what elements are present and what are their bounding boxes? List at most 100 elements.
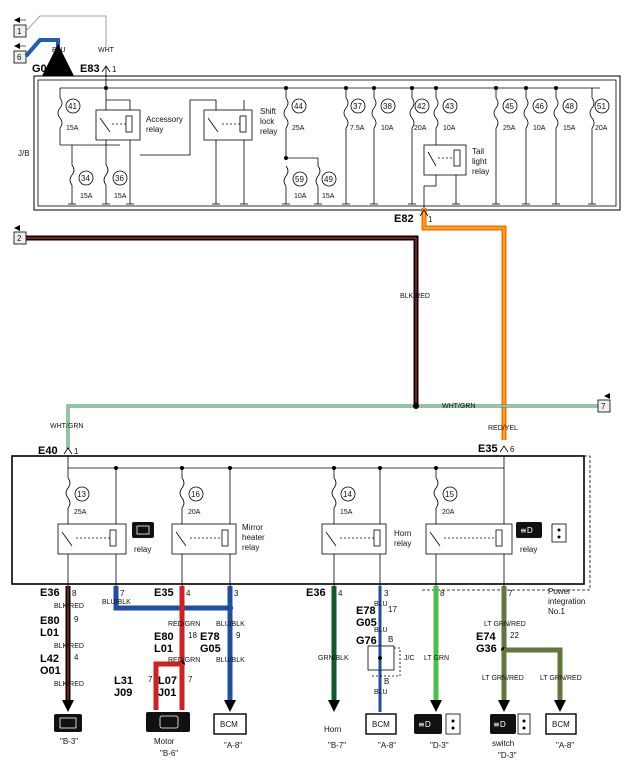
ref-1-label: 1 — [17, 27, 22, 36]
e40-pin: 1 — [74, 447, 79, 456]
svg-text:L31: L31 — [114, 675, 133, 687]
svg-text:LT GRN: LT GRN — [424, 655, 449, 662]
circuit-lt-grn: LT GRN ≡D "D-3" — [414, 586, 461, 750]
fuse-43: 43 10A — [433, 97, 458, 145]
svg-text:Tail: Tail — [472, 147, 484, 156]
svg-text:E80: E80 — [154, 631, 174, 643]
svg-text:≡D: ≡D — [520, 526, 533, 535]
svg-text:G36: G36 — [476, 643, 497, 655]
svg-text:3: 3 — [384, 589, 389, 598]
svg-text:GRN/BLK: GRN/BLK — [318, 655, 349, 662]
g02-wire-color: BLU — [52, 47, 66, 54]
svg-text:E78: E78 — [356, 605, 376, 617]
svg-text:"D-3": "D-3" — [430, 741, 449, 750]
relay-4: ≡D relay — [425, 522, 567, 555]
e36-connector-b: E36 — [306, 587, 326, 599]
svg-text:15A: 15A — [66, 125, 79, 132]
svg-text:18: 18 — [188, 631, 197, 640]
e83-connector: E83 — [80, 63, 100, 75]
svg-text:L01: L01 — [40, 627, 59, 639]
svg-text:22: 22 — [510, 631, 519, 640]
svg-text:8: 8 — [72, 589, 77, 598]
svg-text:20A: 20A — [595, 125, 608, 132]
svg-text:4: 4 — [338, 589, 343, 598]
svg-text:"D-3": "D-3" — [498, 751, 517, 760]
fuse-59: 59 10A — [283, 165, 308, 204]
svg-text:BLU/BLK: BLU/BLK — [216, 657, 245, 664]
svg-text:8: 8 — [440, 589, 445, 598]
fuse-46: 46 10A — [523, 97, 548, 204]
svg-text:J09: J09 — [114, 687, 132, 699]
svg-text:41: 41 — [68, 102, 77, 111]
fuse-44: 44 25A — [283, 97, 307, 158]
circuit-bcm-2: BLU E78 17 G05 BLU G76 B J/C B BLU BCM "… — [356, 586, 415, 750]
svg-text:16: 16 — [191, 490, 200, 499]
horn-relay: Horn relay — [321, 523, 411, 555]
fuse-34: 34 15A — [69, 164, 94, 204]
svg-text:17: 17 — [388, 605, 397, 614]
svg-text:Horn: Horn — [394, 529, 411, 538]
svg-text:4: 4 — [186, 589, 191, 598]
svg-text:BLU: BLU — [374, 601, 388, 608]
svg-text:relay: relay — [242, 543, 259, 552]
svg-text:BLU/BLK: BLU/BLK — [102, 599, 131, 606]
svg-text:≡D: ≡D — [493, 720, 506, 729]
relay-1: relay — [57, 522, 154, 555]
svg-text:integration: integration — [548, 597, 585, 606]
svg-text:O01: O01 — [40, 665, 61, 677]
circuit-lt-grn-red: LT GRN/RED E74 22 G36 LT GRN/RED LT GRN/… — [476, 586, 582, 760]
svg-text:BLK/RED: BLK/RED — [54, 681, 84, 688]
svg-text:BCM: BCM — [372, 720, 390, 729]
svg-text:RED/GRN: RED/GRN — [168, 657, 200, 664]
svg-text:25A: 25A — [503, 125, 516, 132]
svg-text:BLK/RED: BLK/RED — [54, 643, 84, 650]
svg-text:No.1: No.1 — [548, 607, 565, 616]
wht-grn-label-2: WHT/GRN — [50, 423, 83, 430]
fuse-49: 49 15A — [315, 165, 337, 204]
blk-red-label: BLK/RED — [400, 293, 430, 300]
fuse-38: 38 10A — [371, 97, 396, 204]
svg-text:heater: heater — [242, 533, 265, 542]
fuse-41: 41 15A — [57, 97, 81, 145]
red-yel-label: RED/YEL — [488, 425, 518, 432]
svg-text:"B-3": "B-3" — [60, 737, 78, 746]
svg-text:BLU/BLK: BLU/BLK — [216, 621, 245, 628]
svg-text:relay: relay — [472, 167, 489, 176]
svg-text:7: 7 — [188, 675, 193, 684]
fuse-15: 15 20A — [433, 468, 458, 524]
svg-text:14: 14 — [343, 490, 352, 499]
svg-text:10A: 10A — [294, 193, 307, 200]
ref-box-1: 1 — [13, 17, 27, 38]
accessory-relay: Accessory relay — [95, 109, 183, 141]
svg-text:"A-8": "A-8" — [224, 741, 242, 750]
svg-text:"A-8": "A-8" — [378, 741, 396, 750]
svg-text:RED/GRN: RED/GRN — [168, 621, 200, 628]
svg-text:Mirror: Mirror — [242, 523, 263, 532]
e35-pin: 6 — [510, 445, 515, 454]
svg-text:25A: 25A — [292, 125, 305, 132]
svg-text:46: 46 — [535, 102, 544, 111]
svg-text:LT GRN/RED: LT GRN/RED — [484, 621, 526, 628]
svg-text:"B-6": "B-6" — [160, 749, 178, 758]
svg-text:E74: E74 — [476, 631, 496, 643]
tail-light-relay: Tail light relay — [423, 144, 489, 176]
svg-text:switch: switch — [492, 739, 514, 748]
svg-text:36: 36 — [115, 174, 124, 183]
shift-lock-relay: Shift lock relay — [203, 107, 277, 141]
svg-text:34: 34 — [81, 174, 90, 183]
svg-text:"B-7": "B-7" — [328, 741, 346, 750]
svg-text:relay: relay — [394, 539, 411, 548]
svg-text:38: 38 — [383, 102, 392, 111]
svg-text:Motor: Motor — [154, 737, 175, 746]
e82-connector: E82 — [394, 213, 414, 225]
svg-text:20A: 20A — [188, 509, 201, 516]
fuse-51: 51 20A — [589, 97, 610, 204]
svg-text:20A: 20A — [414, 125, 427, 132]
mirror-heater-relay: Mirror heater relay — [171, 523, 265, 555]
junction-block: J/B — [18, 75, 621, 211]
svg-text:48: 48 — [565, 102, 574, 111]
fuse-16: 16 20A — [179, 468, 204, 524]
svg-text:G05: G05 — [200, 643, 221, 655]
svg-text:15: 15 — [445, 490, 454, 499]
circuit-bcm-1: BLU/BLK E78 9 G05 BLU/BLK BCM "A-8" — [200, 586, 247, 750]
